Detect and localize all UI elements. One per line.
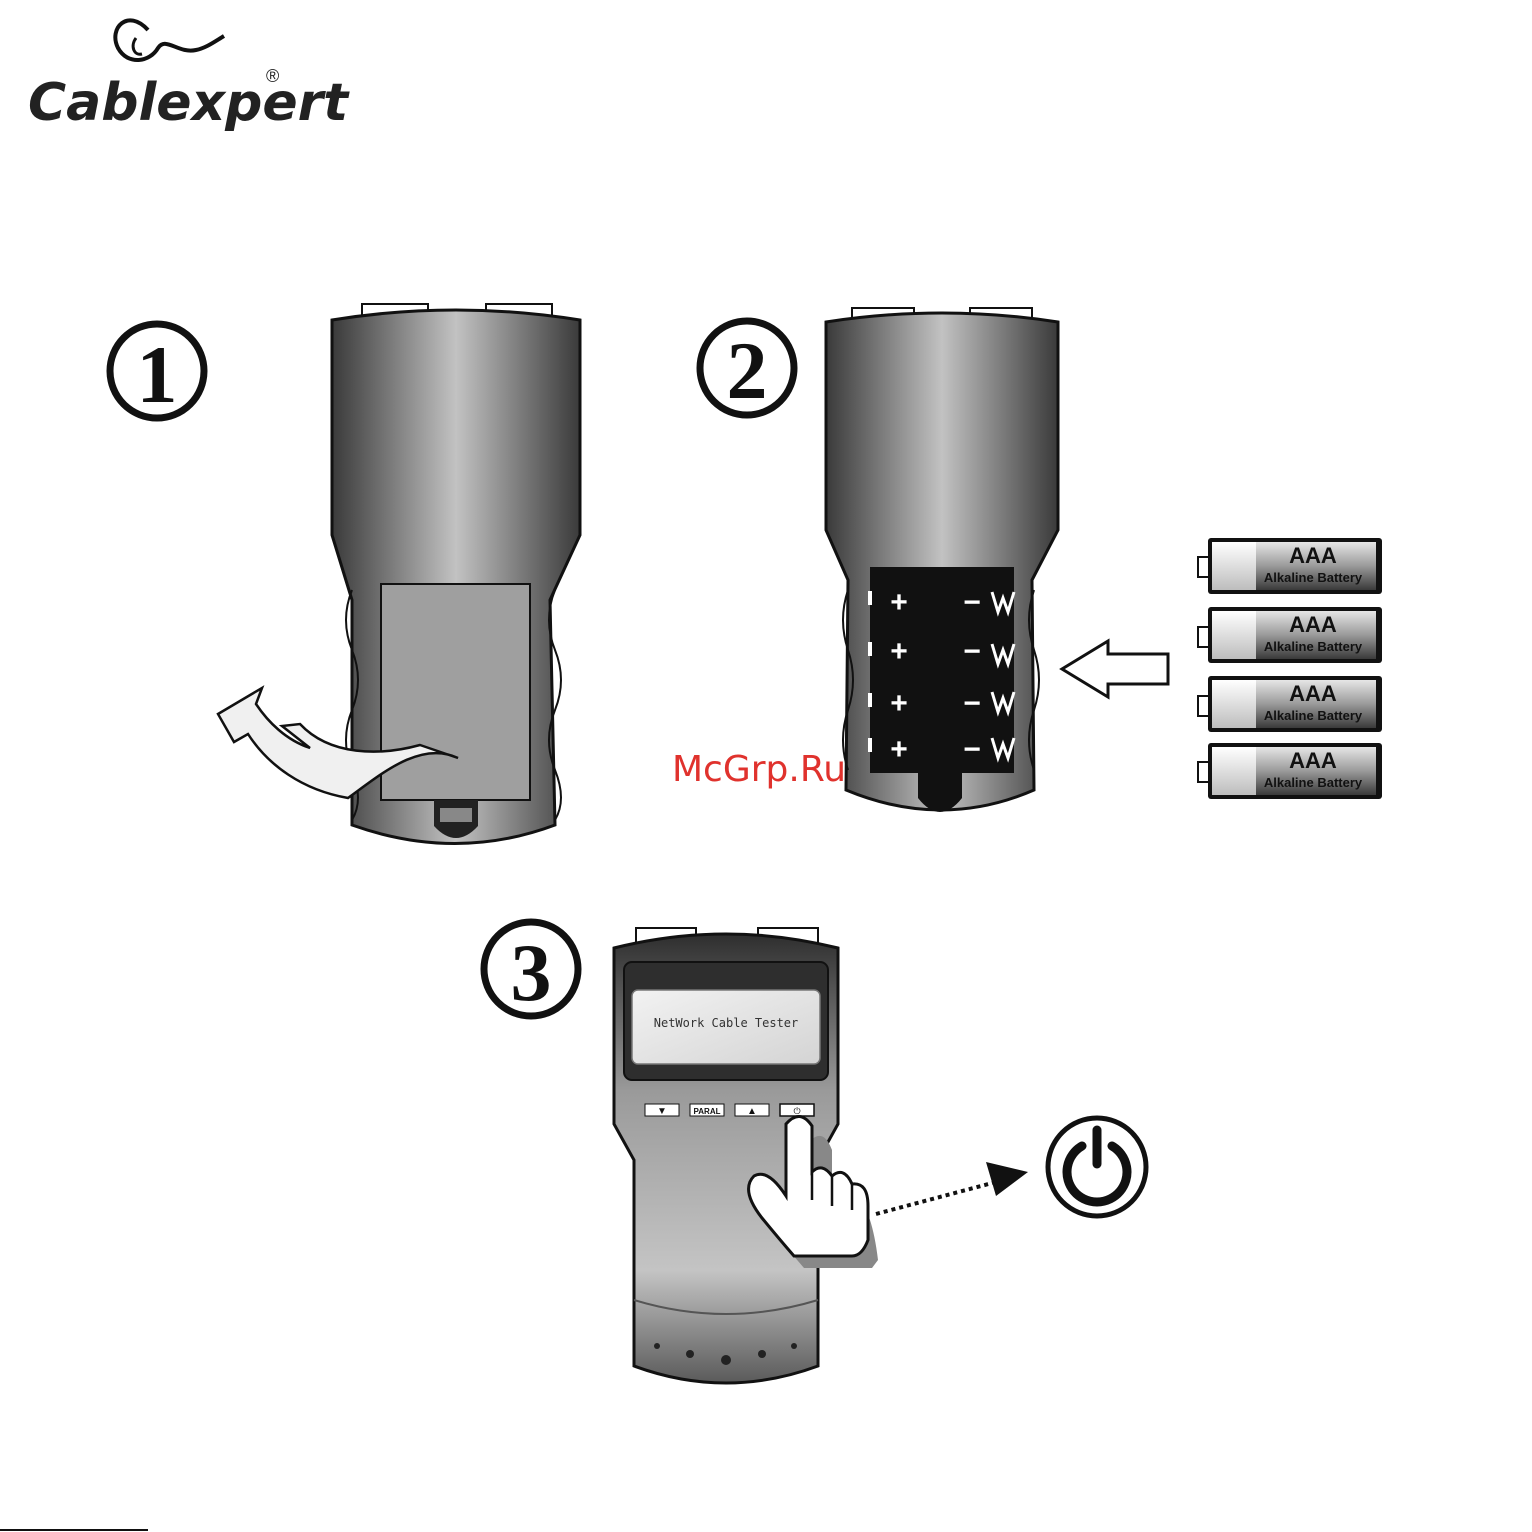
aaa-battery-3: AAA Alkaline Battery <box>1198 676 1382 732</box>
step-2-number: 2 <box>727 325 768 416</box>
step-3: 3 NetWork Cable Tester ▼ PARAL ▲ ⏻ <box>484 922 1146 1383</box>
battery-cover <box>381 584 530 800</box>
battery-size-label: AAA <box>1289 612 1337 637</box>
aaa-battery-1: AAA Alkaline Battery <box>1198 538 1382 594</box>
power-symbol-icon <box>1048 1118 1146 1216</box>
battery-size-label: AAA <box>1289 748 1337 773</box>
cable-plug-icon <box>115 20 224 60</box>
battery-size-label: AAA <box>1289 681 1337 706</box>
battery-type-label: Alkaline Battery <box>1264 708 1363 723</box>
brand-name: Cablexpert <box>28 73 350 133</box>
minus-terminal: − <box>963 687 981 720</box>
step-3-number: 3 <box>511 927 552 1018</box>
param-button-label: PARAL <box>694 1107 721 1116</box>
plus-terminal: + <box>890 635 908 668</box>
battery-type-label: Alkaline Battery <box>1264 570 1363 585</box>
battery-type-label: Alkaline Battery <box>1264 639 1363 654</box>
step-1-number: 1 <box>137 329 178 420</box>
step-2: 2 + − + − + − <box>700 308 1382 812</box>
plus-terminal: + <box>890 733 908 766</box>
battery-size-label: AAA <box>1289 543 1337 568</box>
brand-logo: Cablexpert ® <box>28 20 350 133</box>
pointer-arrowhead <box>986 1162 1028 1196</box>
watermark: McGrp.Ru <box>672 749 846 790</box>
up-arrow-icon: ▲ <box>747 1106 757 1117</box>
aaa-battery-2: AAA Alkaline Battery <box>1198 607 1382 663</box>
plus-terminal: + <box>890 586 908 619</box>
tester-back-closed <box>218 304 580 844</box>
minus-terminal: − <box>963 635 981 668</box>
plus-terminal: + <box>890 687 908 720</box>
tester-back-open: + − + − + − + − <box>826 308 1058 812</box>
dotted-pointer-line <box>876 1182 996 1214</box>
down-arrow-icon: ▼ <box>657 1106 667 1117</box>
step-1: 1 <box>110 304 580 844</box>
aaa-battery-4: AAA Alkaline Battery <box>1198 743 1382 799</box>
minus-terminal: − <box>963 586 981 619</box>
minus-terminal: − <box>963 733 981 766</box>
battery-type-label: Alkaline Battery <box>1264 775 1363 790</box>
lcd-text: NetWork Cable Tester <box>654 1016 799 1030</box>
registered-mark: ® <box>266 66 279 86</box>
power-button-icon: ⏻ <box>793 1106 800 1116</box>
insert-arrow <box>1062 641 1168 697</box>
